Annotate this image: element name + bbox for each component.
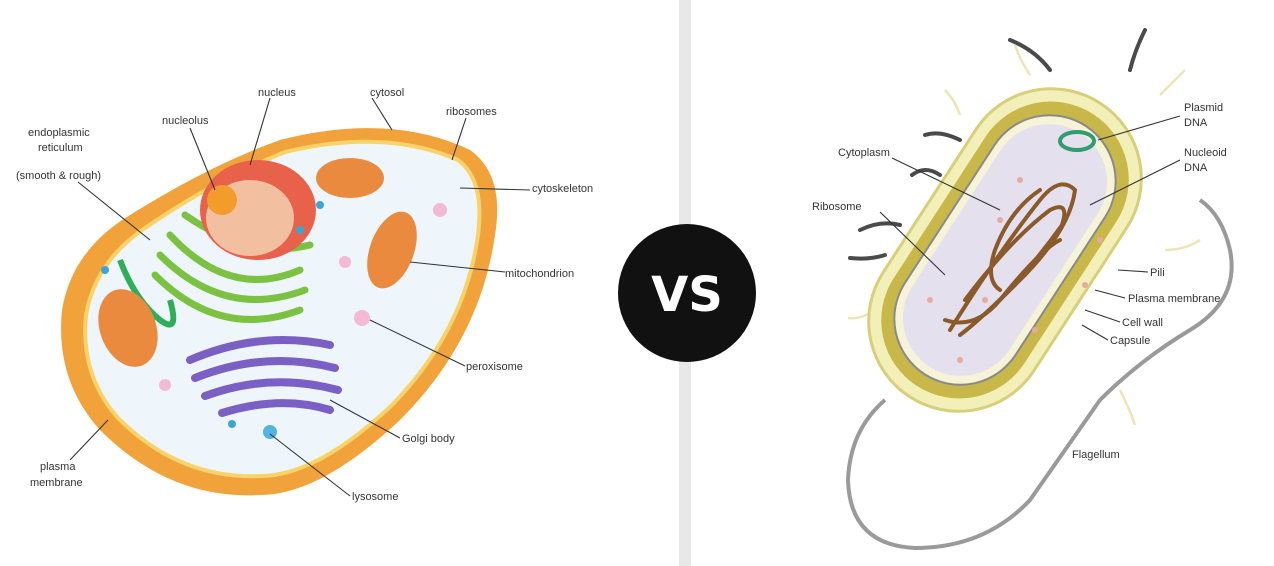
euk-nucleolus [207,185,237,215]
label-ribosomes: ribosomes [446,106,497,118]
euk-nucleus [200,160,316,260]
vs-badge: VS [618,224,756,362]
prokaryotic-cell: Plasmid DNA Nucleoid DNA Cytoplasm Ribos… [812,30,1232,548]
label-nucleus: nucleus [258,87,296,99]
label-golgi: Golgi body [402,433,455,445]
label-plasmid-line1: Plasmid [1184,102,1223,114]
label-pili: Pili [1150,267,1165,279]
label-nucleoid-line1: Nucleoid [1184,147,1227,159]
label-er-line1: endoplasmic [28,127,90,139]
label-flagellum: Flagellum [1072,449,1120,461]
label-lysosome: lysosome [352,491,398,503]
vs-text: VS [651,267,723,323]
label-cytosol: cytosol [370,87,404,99]
label-peroxisome: peroxisome [466,361,523,373]
label-plasma-membrane: Plasma membrane [1128,293,1220,305]
eukaryotic-cell: nucleus cytosol nucleolus ribosomes endo… [16,87,593,503]
label-mitochondrion: mitochondrion [505,268,574,280]
label-cytoskeleton: cytoskeleton [532,183,593,195]
label-er-line3: (smooth & rough) [16,170,101,182]
label-capsule: Capsule [1110,335,1150,347]
label-nucleoid-line2: DNA [1184,162,1208,174]
label-er-line2: reticulum [38,142,83,154]
label-cytoplasm: Cytoplasm [838,147,890,159]
label-ribosome: Ribosome [812,201,862,213]
label-cell-wall: Cell wall [1122,317,1163,329]
label-nucleolus: nucleolus [162,115,209,127]
label-plasma-line1: plasma [40,461,76,473]
label-plasma-line2: membrane [30,477,83,489]
label-plasmid-line2: DNA [1184,117,1208,129]
